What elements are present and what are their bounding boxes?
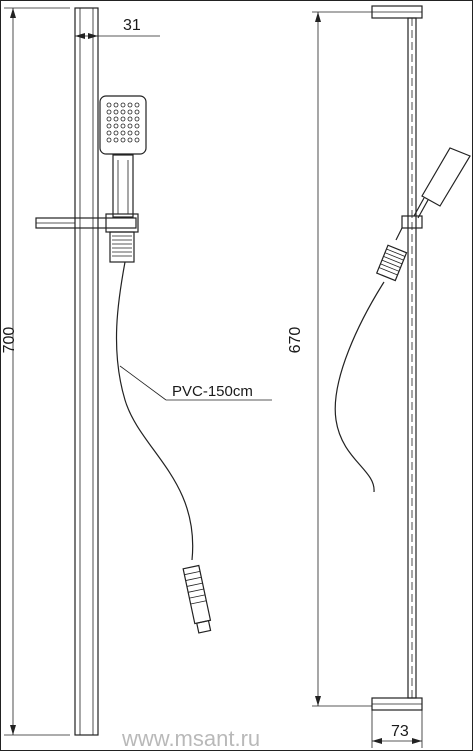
nozzle <box>127 116 133 122</box>
hand-shower-front <box>99 95 147 218</box>
nozzle <box>120 137 126 143</box>
front-view: 700 31 <box>1 7 272 736</box>
nozzle <box>113 130 119 136</box>
nozzle <box>106 109 112 115</box>
nozzle <box>113 137 119 143</box>
hose-front <box>115 261 194 561</box>
nozzle <box>106 123 112 129</box>
nozzle <box>113 102 119 108</box>
nozzle <box>106 137 112 143</box>
dimension-670: 670 <box>287 11 372 707</box>
nozzle <box>134 123 140 129</box>
nozzle <box>106 130 112 136</box>
nozzle <box>113 116 119 122</box>
bottom-wall-bracket <box>371 697 423 711</box>
nozzle <box>134 130 140 136</box>
nozzle <box>120 130 126 136</box>
nozzle <box>120 116 126 122</box>
dimension-700-label: 700 <box>1 327 18 354</box>
top-wall-bracket <box>371 5 423 19</box>
side-view: 670 73 <box>287 5 471 748</box>
dimension-31-label: 31 <box>123 17 141 34</box>
nozzle <box>127 137 133 143</box>
watermark: www.msant.ru <box>121 726 260 751</box>
slide-rail-side <box>407 17 417 699</box>
nozzle <box>113 123 119 129</box>
nozzle <box>127 130 133 136</box>
dimension-670-label: 670 <box>287 327 304 354</box>
hand-shower-side <box>413 147 471 219</box>
nozzle <box>127 109 133 115</box>
nozzle <box>134 116 140 122</box>
nozzle <box>127 102 133 108</box>
hose-connector <box>182 564 212 634</box>
nozzle <box>120 123 126 129</box>
nozzle <box>134 102 140 108</box>
dimension-73-label: 73 <box>391 723 409 740</box>
hose-label: PVC-150cm <box>172 383 253 400</box>
nozzle <box>113 109 119 115</box>
nozzle <box>120 109 126 115</box>
nozzle <box>127 123 133 129</box>
nozzle <box>106 116 112 122</box>
dimension-73: 73 <box>371 710 423 748</box>
holder-side <box>375 244 408 282</box>
slide-rail-front <box>74 7 99 736</box>
slider-bracket-front <box>35 213 139 263</box>
hose-side <box>334 281 385 493</box>
nozzle <box>134 137 140 143</box>
dimension-31: 31 <box>75 17 160 39</box>
shower-nozzles <box>106 102 140 143</box>
slider-bracket-side <box>395 215 423 241</box>
nozzle <box>134 109 140 115</box>
nozzle <box>120 102 126 108</box>
holder-thread <box>112 235 132 257</box>
dimension-700: 700 <box>1 7 70 736</box>
hose-annotation: PVC-150cm <box>119 365 272 401</box>
nozzle <box>106 102 112 108</box>
